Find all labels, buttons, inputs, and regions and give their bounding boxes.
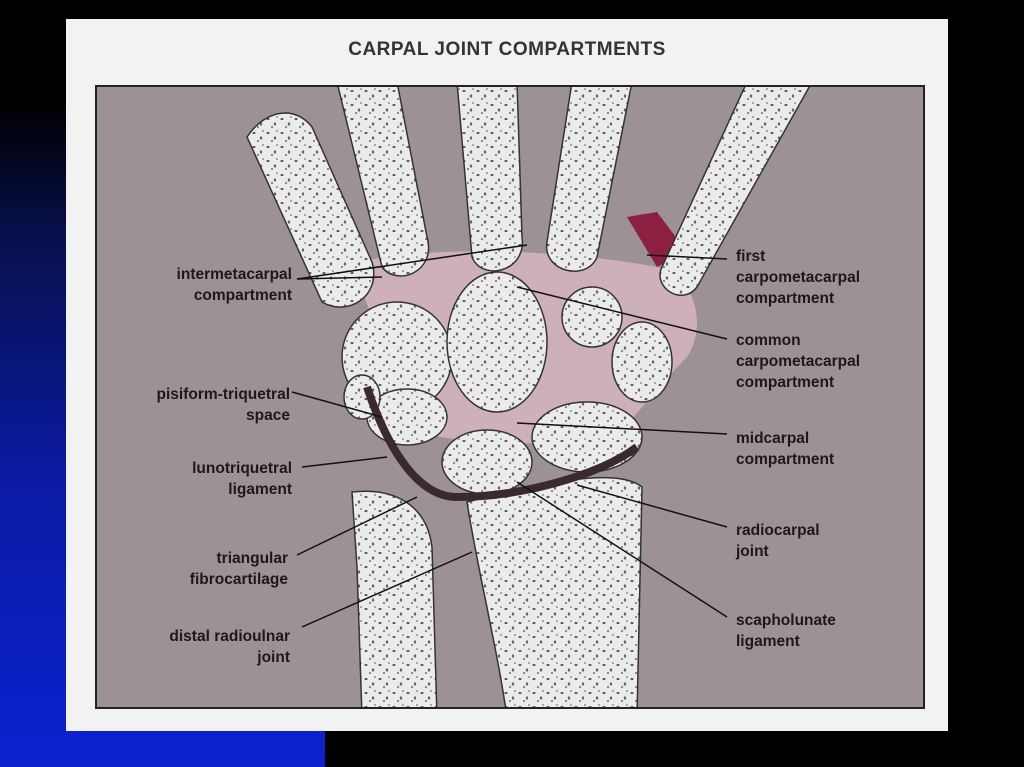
scaphoid [532, 402, 642, 472]
radius [467, 478, 642, 707]
label-line: scapholunate [736, 610, 836, 631]
label-scapholunate-ligament: scapholunate ligament [736, 610, 836, 652]
label-line: common [736, 330, 860, 351]
label-line: compartment [736, 372, 860, 393]
label-line: pisiform-triquetral [157, 384, 290, 405]
label-line: triangular [190, 548, 288, 569]
lunate [442, 430, 532, 494]
label-first-carpometacarpal-compartment: first carpometacarpal compartment [736, 246, 860, 309]
label-common-carpometacarpal-compartment: common carpometacarpal compartment [736, 330, 860, 393]
label-triangular-fibrocartilage: triangular fibrocartilage [190, 548, 288, 590]
metacarpal-2 [547, 87, 632, 271]
label-line: carpometacarpal [736, 267, 860, 288]
forearm-bones [352, 478, 642, 707]
label-line: midcarpal [736, 428, 834, 449]
label-line: ligament [736, 631, 836, 652]
label-line: compartment [177, 285, 292, 306]
label-line: joint [169, 647, 290, 668]
label-line: carpometacarpal [736, 351, 860, 372]
label-intermetacarpal-compartment: intermetacarpal compartment [177, 264, 292, 306]
label-line: first [736, 246, 860, 267]
metacarpal-3 [457, 87, 522, 271]
label-radiocarpal-joint: radiocarpal joint [736, 520, 820, 562]
label-distal-radioulnar-joint: distal radioulnar joint [169, 626, 290, 668]
capitate [447, 272, 547, 412]
trapezoid [562, 287, 622, 347]
label-line: intermetacarpal [177, 264, 292, 285]
label-line: space [157, 405, 290, 426]
label-line: compartment [736, 288, 860, 309]
label-midcarpal-compartment: midcarpal compartment [736, 428, 834, 470]
label-lunotriquetral-ligament: lunotriquetral ligament [192, 458, 292, 500]
label-line: compartment [736, 449, 834, 470]
trapezium [612, 322, 672, 402]
label-line: distal radioulnar [169, 626, 290, 647]
label-pisiform-triquetral-space: pisiform-triquetral space [157, 384, 290, 426]
diagram-title: CARPAL JOINT COMPARTMENTS [66, 39, 948, 61]
label-line: radiocarpal [736, 520, 820, 541]
label-line: ligament [192, 479, 292, 500]
label-line: lunotriquetral [192, 458, 292, 479]
label-line: fibrocartilage [190, 569, 288, 590]
label-line: joint [736, 541, 820, 562]
